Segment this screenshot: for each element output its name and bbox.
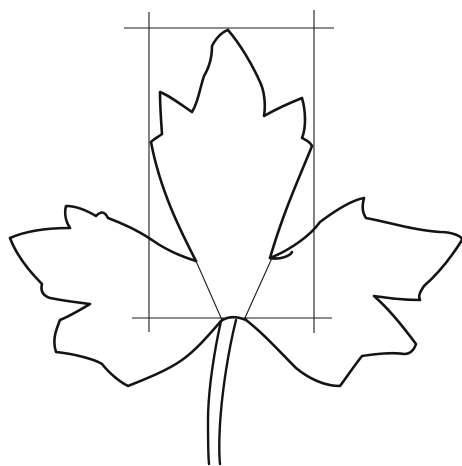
vein-left bbox=[196, 261, 222, 320]
leaf-left-lobe bbox=[10, 206, 221, 386]
stem-right-edge bbox=[219, 320, 236, 464]
vein-right bbox=[244, 258, 272, 320]
leaf-base bbox=[221, 317, 246, 321]
leaf-central-lobe bbox=[151, 30, 312, 261]
leaf-right-lobe bbox=[246, 198, 462, 386]
leaf-veins bbox=[196, 258, 272, 320]
leaf-stem bbox=[208, 320, 236, 464]
